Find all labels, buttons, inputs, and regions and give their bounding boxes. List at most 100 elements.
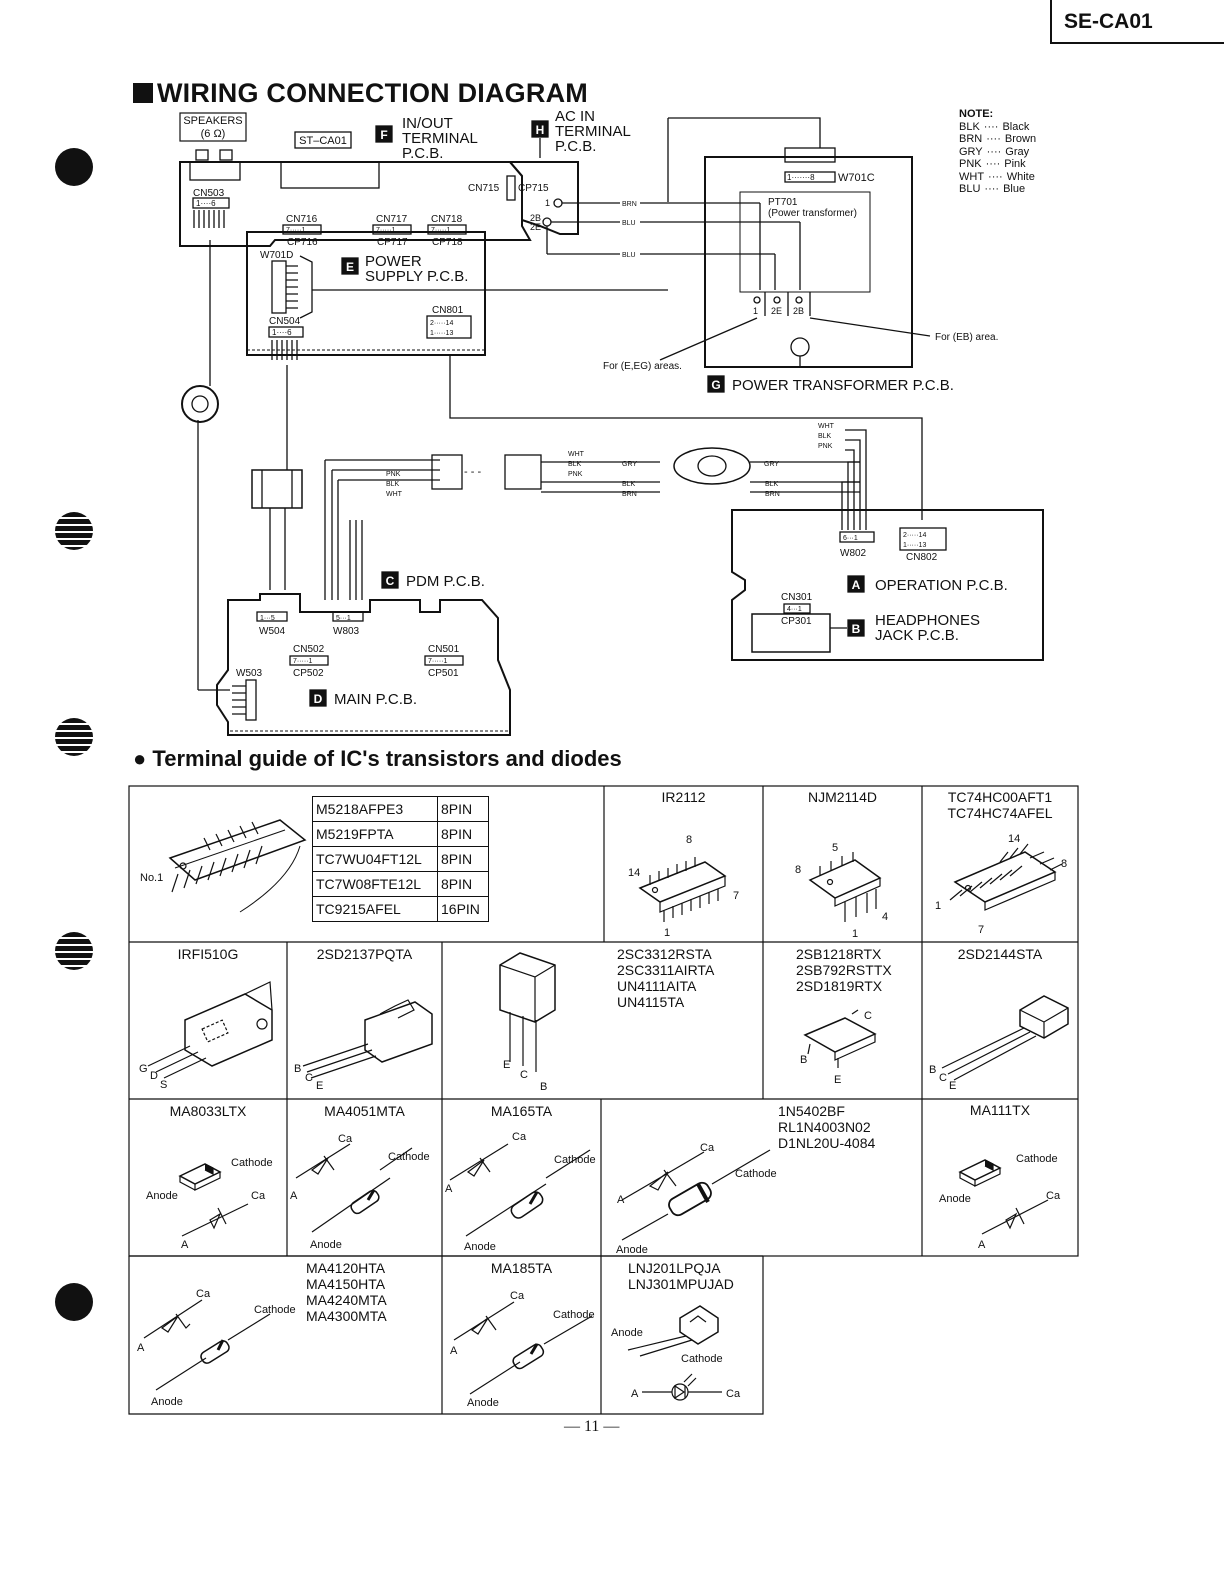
ma185-anode: Anode [467, 1397, 499, 1409]
cn716-connector [282, 224, 322, 235]
to220-drawing [302, 999, 433, 1079]
sop-14-drawing [949, 843, 1063, 911]
ma185-a: A [450, 1345, 458, 1357]
sc-group-1: 2SC3312RSTA [617, 946, 712, 962]
cn718-pins: 7·····1 [431, 227, 451, 234]
n5402-ca: Ca [700, 1142, 715, 1154]
w701c-pins: 1·······8 [787, 173, 815, 182]
njm-pin5: 5 [832, 842, 838, 854]
ma185-cathode: Cathode [553, 1309, 595, 1321]
sot89-drawing [803, 1009, 877, 1068]
board-g-outline [704, 156, 913, 368]
g-terminal-2b [795, 296, 803, 304]
no1-label: No.1 [140, 872, 163, 884]
njm-pin4: 4 [882, 911, 888, 923]
cn801-to-a-wire [449, 355, 923, 520]
cn504-connector [268, 326, 304, 338]
board-h-outline [507, 161, 579, 235]
g-terminal-2e [773, 296, 781, 304]
a2-wire-brn: BRN [765, 491, 780, 498]
badge-a [847, 575, 865, 593]
w802-label: W802 [840, 548, 867, 559]
board-h-l1: AC IN [555, 108, 595, 125]
ic-name-cell: TC7WU04FT12L [312, 846, 438, 872]
pin-count-cell: 8PIN [437, 846, 489, 872]
wire-blu-label: BLU [622, 220, 636, 227]
board-a-outline [731, 509, 1044, 661]
d2144-pin-b: B [929, 1064, 936, 1076]
board-d-outline [216, 593, 511, 736]
ma8033-ca: Ca [251, 1190, 266, 1202]
ma185-title: MA185TA [490, 1260, 553, 1276]
irf-pin-g: G [139, 1063, 148, 1075]
cn504-pins: 1····6 [272, 328, 292, 337]
to126-pin-b: B [540, 1081, 547, 1093]
note-heading: NOTE: [959, 108, 994, 120]
note-sep: ···· [985, 158, 1001, 170]
a-wire-blk-2: BLK [622, 481, 636, 488]
w701d-wires [286, 265, 298, 309]
board-f-l2: TERMINAL [402, 130, 478, 147]
a-wire-wht: WHT [568, 451, 585, 458]
note-sep: ···· [986, 145, 1002, 158]
ic-name-cell: TC7W08FTE12L [312, 871, 438, 897]
ferrite-toroid-icon [673, 447, 751, 485]
wire-blu-label-2: BLU [622, 252, 636, 259]
pin-2b: 2B [530, 213, 541, 223]
ma185-ca: Ca [510, 1290, 525, 1302]
badge-g [707, 375, 725, 393]
irf-pin-s: S [160, 1079, 167, 1091]
lnj-ca: Ca [726, 1388, 741, 1400]
dip-14-drawing [638, 857, 727, 922]
ma4120-4: MA4300MTA [306, 1308, 387, 1324]
g-pin-2e: 2E [771, 306, 782, 316]
to92-drawing [941, 995, 1069, 1081]
w701d-label: W701D [260, 250, 293, 261]
to126-drawing [499, 952, 556, 1072]
n5402-a: A [617, 1194, 625, 1206]
w803-label: W803 [333, 626, 360, 637]
cn502-label: CN502 [293, 644, 325, 655]
d2137-pin-e: E [316, 1080, 323, 1092]
cn716-label: CN716 [286, 214, 318, 225]
cn715-connector [506, 175, 516, 201]
lnj-cathode: Cathode [681, 1353, 723, 1365]
ma165-ca: Ca [512, 1131, 527, 1143]
ir2112-pin8: 8 [686, 834, 692, 846]
cp502-label: CP502 [293, 668, 324, 679]
d2144-pin-e: E [949, 1080, 956, 1092]
cn801-pins-top: 2·····14 [430, 320, 453, 327]
title-square-icon [133, 83, 153, 103]
note-code: BLK [959, 120, 980, 133]
w802-pins: 6···1 [843, 535, 858, 542]
note-name: Brown [1004, 133, 1037, 145]
pt701-label: PT701 [768, 197, 798, 208]
cn501-connector [424, 655, 464, 666]
tc74-title-1: TC74HC00AFT1 [947, 789, 1053, 805]
board-g-label: POWER TRANSFORMER P.C.B. [732, 377, 954, 394]
cp718-label: CP718 [432, 237, 463, 248]
ma8033-cathode: Cathode [231, 1157, 273, 1169]
sc-group-3: UN4111AITA [617, 978, 697, 994]
pin-2e: 2E [530, 222, 541, 232]
ma4120-anode: Anode [151, 1396, 183, 1408]
badge-h-text: H [536, 123, 545, 137]
n5402-title: 1N5402BF RL1N4003N02 D1NL20U-4084 [778, 1103, 918, 1151]
sb-pin-c: C [864, 1010, 872, 1022]
note-item: GRY····Gray [959, 146, 1036, 159]
ma111-anode: Anode [939, 1193, 971, 1205]
a3-wire-blk: BLK [818, 433, 832, 440]
power-diode-drawing [621, 1149, 771, 1241]
badge-c-text: C [386, 574, 395, 588]
cn503-label: CN503 [193, 188, 225, 199]
board-e-l1: POWER [365, 253, 422, 270]
cn503-connector [192, 197, 230, 209]
flat-ic-drawing [168, 819, 307, 913]
d2144-title: 2SD2144STA [957, 946, 1043, 962]
w701c-label: W701C [838, 172, 875, 184]
ac-line [668, 117, 821, 148]
ferrite-core-inner [191, 395, 209, 413]
chip-diode-drawing-2 [958, 1159, 1049, 1235]
